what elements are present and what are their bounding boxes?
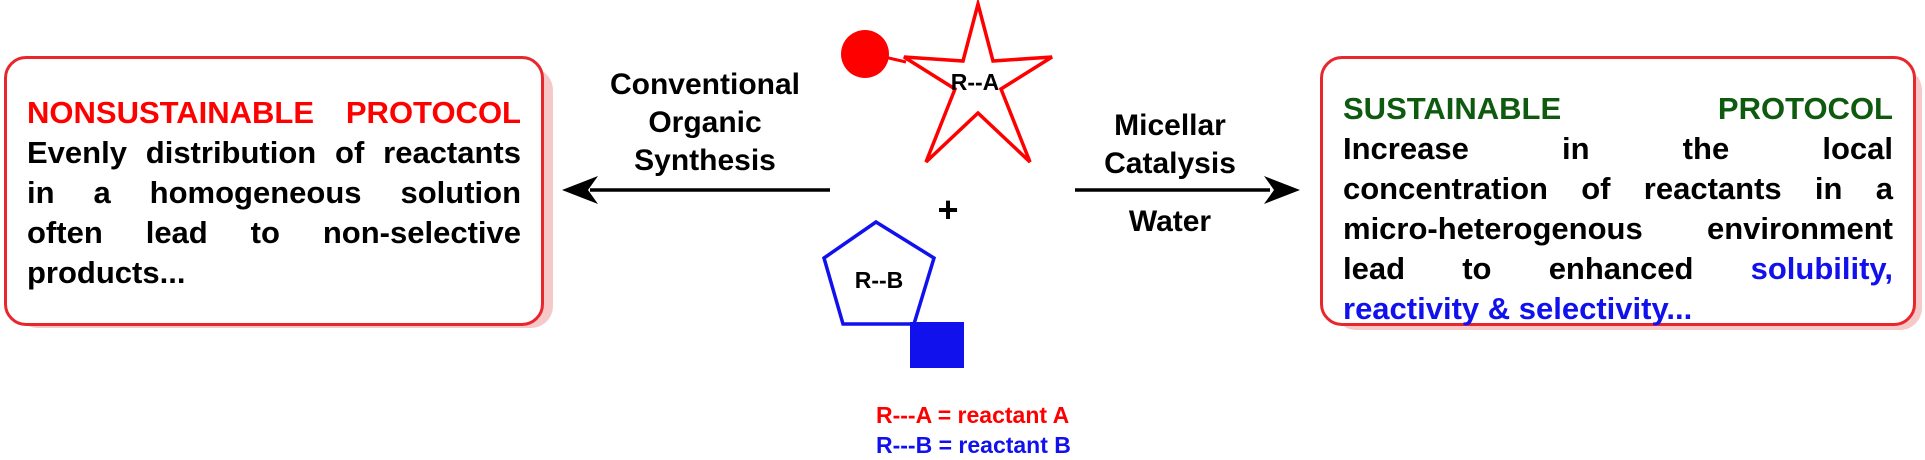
sustainable-title-left: SUSTAINABLE (1343, 91, 1562, 126)
right-box-line-3: micro-heterogenous environment (1343, 211, 1893, 246)
right-label-line-2: Catalysis (1104, 147, 1236, 180)
left-box-line-1: Evenly distribution of reactants (27, 135, 521, 170)
pentagon-label: R--B (855, 267, 904, 293)
right-box-line-5: reactivity & selectivity... (1343, 291, 1693, 326)
sustainable-title: SUSTAINABLE PROTOCOL (1343, 89, 1893, 129)
legend-reactant-b: R---B = reactant B (876, 432, 1071, 458)
nonsustainable-protocol-box: NONSUSTAINABLE PROTOCOL Evenly distribut… (4, 56, 544, 326)
reactant-b-pentagon (821, 219, 937, 326)
left-box-line-2: in a homogeneous solution (27, 175, 521, 210)
right-label-line-1: Micellar (1114, 109, 1226, 142)
right-box-line-1: Increase in the local (1343, 131, 1893, 166)
left-arrow-label: Conventional Organic Synthesis (590, 66, 820, 180)
left-label-line-3: Synthesis (634, 144, 776, 177)
solubility-highlight: solubility, (1750, 251, 1893, 286)
star-label: R--A (951, 69, 1000, 95)
reactant-a-circle (841, 30, 889, 78)
sustainable-title-right: PROTOCOL (1717, 91, 1893, 126)
legend: R---A = reactant A R---B = reactant B (876, 400, 1071, 460)
right-box-line-2: concentration of reactants in a (1343, 171, 1893, 206)
right-arrow-label-bottom: Water (1128, 205, 1212, 238)
nonsustainable-title: NONSUSTAINABLE PROTOCOL (27, 95, 521, 130)
left-label-line-1: Conventional (609, 68, 800, 101)
left-box-line-4: products... (27, 255, 186, 290)
left-label-line-2: Organic (648, 106, 762, 139)
right-arrow-label-top: Micellar Catalysis (1070, 107, 1270, 183)
legend-reactant-a: R---A = reactant A (876, 402, 1070, 428)
sustainable-protocol-box: SUSTAINABLE PROTOCOL Increase in the loc… (1320, 56, 1916, 326)
left-box-line-3: often lead to non-selective (27, 215, 521, 250)
right-box-line-4: lead to enhanced solubility, (1343, 249, 1893, 289)
right-arrow (1075, 176, 1300, 204)
right-box-line-4-prefix: lead to enhanced (1343, 251, 1751, 286)
reactant-b-square (910, 322, 964, 368)
plus-sign: + (937, 189, 958, 230)
left-arrow (562, 176, 830, 204)
reactant-a-star (903, 0, 1053, 164)
